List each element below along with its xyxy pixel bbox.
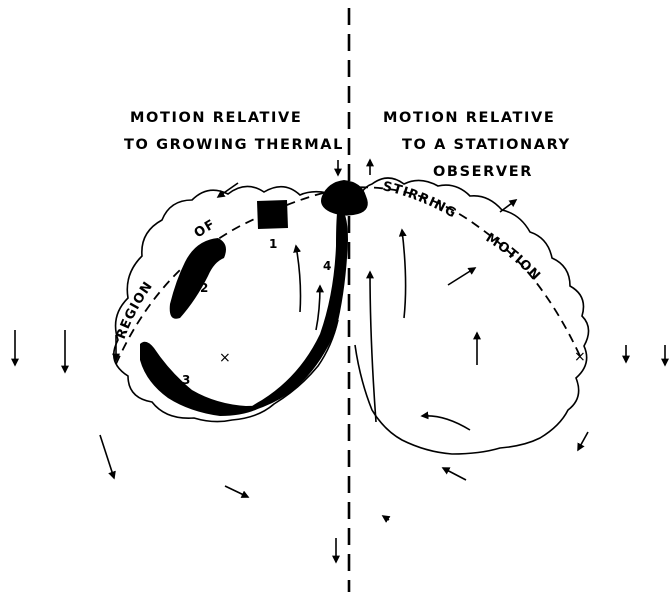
marker-2: 2 xyxy=(200,281,208,295)
marker-4: 4 xyxy=(323,259,331,273)
dye-blob-1 xyxy=(257,200,288,229)
marker-3: 3 xyxy=(182,373,190,387)
right-heading-line2: TO A STATIONARY xyxy=(402,137,571,153)
right-center-mark: × xyxy=(574,349,586,365)
left-center-mark: × xyxy=(219,350,231,366)
left-heading-line2: TO GROWING THERMAL xyxy=(124,137,344,153)
label-motion: MOTION xyxy=(483,231,544,285)
dye-blob-2 xyxy=(170,238,226,319)
dye-blob-3 xyxy=(140,342,266,416)
left-heading-line1: MOTION RELATIVE xyxy=(130,110,302,126)
marker-1: 1 xyxy=(269,237,277,251)
right-heading-line1: MOTION RELATIVE xyxy=(383,110,555,126)
dye-cap xyxy=(321,180,368,216)
label-of: OF xyxy=(192,217,219,241)
label-region: REGION xyxy=(114,279,157,342)
right-heading-line3: OBSERVER xyxy=(433,164,533,180)
thermal-outline xyxy=(114,178,589,454)
dye-streak-4 xyxy=(247,206,348,412)
